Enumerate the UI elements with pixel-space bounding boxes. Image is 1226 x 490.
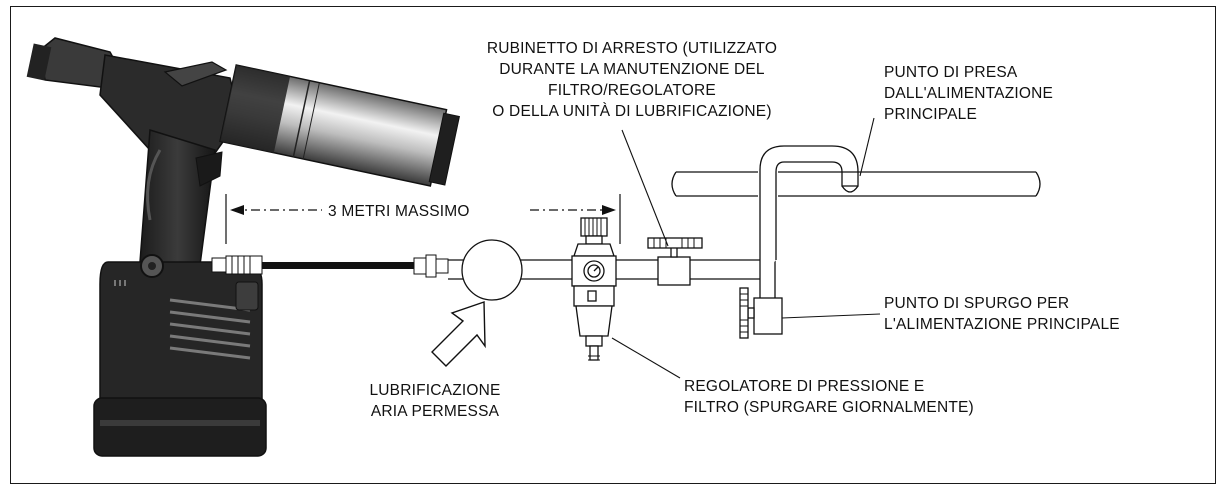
drain-point-line-2: L'ALIMENTAZIONE PRINCIPALE (884, 316, 1120, 333)
leader-lines (611, 117, 881, 379)
diagram-frame (10, 6, 1216, 484)
shutoff-valve-line-1: RUBINETTO DI ARRESTO (UTILIZZATO (486, 40, 778, 57)
regulator-line-2: FILTRO (SPURGARE GIORNALMENTE) (684, 399, 974, 416)
main-supply-pipe (671, 171, 1041, 197)
dimension-line (225, 194, 621, 244)
hose-coupling (413, 254, 449, 278)
shutoff-valve-line-2: DURANTE LA MANUTENZIONE DEL (499, 61, 765, 78)
inlet-fitting (211, 255, 263, 275)
drain-point-label: PUNTO DI SPURGO PER L'ALIMENTAZIONE PRIN… (884, 293, 1120, 335)
lubrication-line-2: ARIA PERMESSA (370, 403, 500, 420)
take-off-line-3: PRINCIPALE (884, 106, 978, 123)
riveter-tool-icon (26, 37, 461, 457)
shutoff-valve-icon (647, 237, 703, 286)
lubricator-circle-icon (461, 239, 523, 301)
shutoff-valve-label: RUBINETTO DI ARRESTO (UTILIZZATO DURANTE… (452, 38, 812, 122)
air-hose (262, 262, 414, 269)
regulator-label: REGOLATORE DI PRESSIONE E FILTRO (SPURGA… (684, 376, 974, 418)
shutoff-valve-line-3: FILTRO/REGOLATORE (548, 82, 716, 99)
lubrication-label: LUBRIFICAZIONE ARIA PERMESSA (355, 380, 515, 422)
take-off-line-2: DALL'ALIMENTAZIONE (884, 85, 1054, 102)
max-distance-label: 3 METRI MASSIMO (328, 203, 470, 220)
shutoff-valve-line-4: O DELLA UNITÀ DI LUBRIFICAZIONE) (492, 103, 772, 120)
filter-regulator-icon (571, 217, 617, 361)
hollow-arrow-icon (431, 301, 486, 367)
take-off-label: PUNTO DI PRESA DALL'ALIMENTAZIONE PRINCI… (884, 62, 1053, 125)
regulator-line-1: REGOLATORE DI PRESSIONE E (684, 378, 925, 395)
drain-point-line-1: PUNTO DI SPURGO PER (884, 295, 1070, 312)
drain-valve-icon (739, 287, 783, 339)
drop-pipe (759, 145, 859, 300)
take-off-line-1: PUNTO DI PRESA (884, 64, 1018, 81)
lubrication-line-1: LUBRIFICAZIONE (369, 382, 501, 399)
